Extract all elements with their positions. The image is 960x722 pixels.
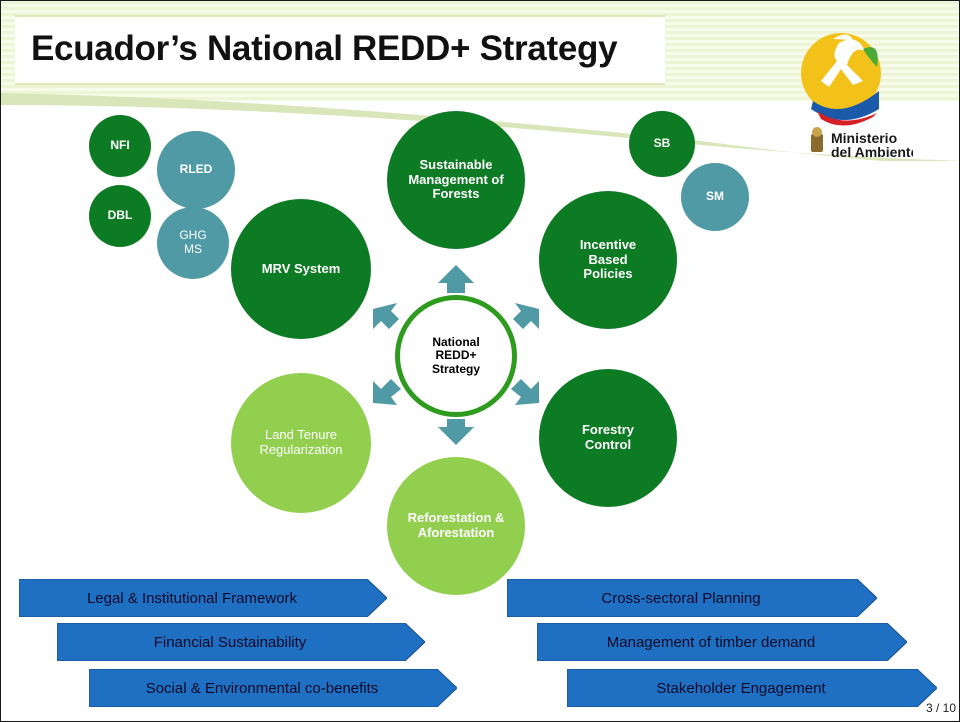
enabler-right-1: Cross-sectoral Planning	[507, 579, 877, 617]
logo-text-line2: del Ambiente	[831, 144, 913, 160]
incentive-sb-label: SB	[653, 136, 671, 151]
pillar-reforestation-label: Reforestation & Aforestation	[407, 510, 505, 540]
mrv-dbl: DBL	[89, 185, 151, 247]
enabler-left-1-label: Legal & Institutional Framework	[86, 589, 298, 607]
pillar-sustainable-management-label: Sustainable Management of Forests	[408, 156, 504, 202]
pillar-land-tenure: Land Tenure Regularization	[231, 373, 371, 513]
enabler-left-2-label: Financial Sustainability	[153, 633, 307, 651]
center-label: National REDD+ Strategy	[431, 335, 481, 376]
title-box: Ecuador’s National REDD+ Strategy	[15, 15, 665, 85]
arrow-upper-left-icon	[373, 303, 399, 329]
incentive-sm-label: SM	[706, 189, 724, 204]
pillar-incentive-label: Incentive Based Policies	[579, 236, 637, 282]
pillar-land-tenure-label: Land Tenure Regularization	[259, 427, 343, 457]
pillar-incentive: Incentive Based Policies	[539, 191, 677, 329]
mrv-nfi-label: NFI	[110, 138, 130, 153]
arrow-upper-right-icon	[513, 303, 539, 329]
arrow-lower-left-icon	[373, 379, 401, 405]
pillar-forestry-control-label: Forestry Control	[581, 422, 635, 452]
incentive-sb: SB	[629, 111, 695, 177]
enabler-left-2: Financial Sustainability	[57, 623, 425, 661]
mrv-ghg-ms-label: GHG MS	[179, 228, 207, 256]
arrow-lower-right-icon	[511, 379, 539, 405]
arrow-down-icon	[438, 419, 474, 445]
arrow-up-icon	[438, 265, 474, 293]
page-number: 3 / 10	[926, 701, 957, 715]
enabler-right-1-label: Cross-sectoral Planning	[601, 589, 761, 607]
ministerio-logo: Ministerio del Ambiente	[793, 21, 919, 171]
mrv-dbl-label: DBL	[107, 208, 133, 223]
logo-emblem-icon: Ministerio del Ambiente	[801, 33, 919, 160]
enabler-left-1: Legal & Institutional Framework	[19, 579, 387, 617]
enabler-left-3: Social & Environmental co-benefits	[89, 669, 457, 707]
mrv-nfi: NFI	[89, 115, 151, 177]
pillar-mrv-system-label: MRV System	[261, 260, 341, 276]
mrv-rled: RLED	[157, 131, 235, 209]
pillar-mrv-system: MRV System	[231, 199, 371, 339]
pillar-forestry-control: Forestry Control	[539, 369, 677, 507]
enabler-right-3: Stakeholder Engagement	[567, 669, 937, 707]
mrv-ghg-ms: GHG MS	[157, 207, 229, 279]
mrv-rled-label: RLED	[179, 162, 213, 177]
logo-text-line1: Ministerio	[831, 130, 897, 146]
enabler-left-3-label: Social & Environmental co-benefits	[145, 679, 379, 697]
page-title: Ecuador’s National REDD+ Strategy	[31, 29, 618, 68]
center-strategy-circle: National REDD+ Strategy	[395, 295, 517, 417]
incentive-sm: SM	[681, 163, 749, 231]
enabler-right-2: Management of timber demand	[537, 623, 907, 661]
pillar-sustainable-management: Sustainable Management of Forests	[387, 111, 525, 249]
pillar-reforestation: Reforestation & Aforestation	[387, 457, 525, 595]
enabler-right-3-label: Stakeholder Engagement	[656, 679, 826, 697]
enabler-right-2-label: Management of timber demand	[606, 633, 816, 651]
